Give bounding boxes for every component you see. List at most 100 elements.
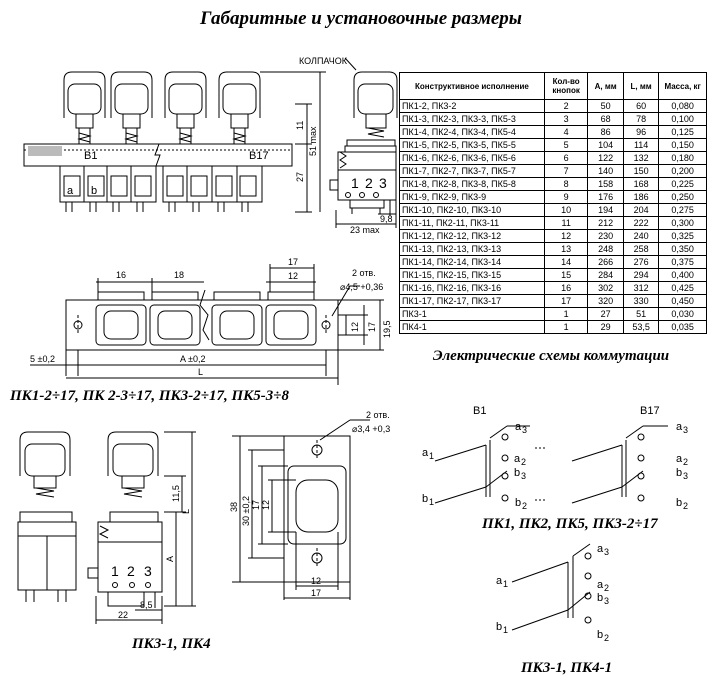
dim-L: L <box>198 367 203 377</box>
page-title: Габаритные и установочные размеры <box>200 8 522 29</box>
sch-a3-r: a <box>676 421 683 433</box>
button-cap <box>110 71 153 144</box>
table-cell: 0,250 <box>658 190 707 204</box>
table-cell: 86 <box>587 125 624 139</box>
table-cell: 16 <box>543 281 589 295</box>
table-cell: ПК1-17, ПК2-17, ПК3-17 <box>399 294 545 308</box>
table-cell: 0,035 <box>658 320 707 334</box>
table-cell: 320 <box>587 294 624 308</box>
dim-11-5: 11,5 <box>171 485 181 502</box>
sub-1: 1 <box>429 497 434 507</box>
table-cell: 7 <box>543 164 589 178</box>
pin-3-label: 3 <box>379 175 387 191</box>
sch-a2-r: a <box>676 453 683 465</box>
sub-3: 3 <box>683 471 688 481</box>
button-cap <box>63 71 106 144</box>
table-cell: 0,325 <box>658 229 707 243</box>
table-cell: 258 <box>622 242 660 256</box>
sub-3: 3 <box>604 547 609 557</box>
table-cell: 114 <box>622 138 660 152</box>
dimensions-table: Конструктивное исполнение Кол-во кнопок … <box>399 72 707 334</box>
pk31-b2: b <box>597 629 603 641</box>
sch-b2-r: b <box>676 497 682 509</box>
pk31-a2: a <box>597 579 604 591</box>
pk31-a1: a <box>496 575 503 587</box>
table-cell: ПК1-11, ПК2-11, ПК3-11 <box>399 216 545 230</box>
holes-top-label: 2 отв. <box>352 268 376 278</box>
table-cell: ПК4-1 <box>399 320 545 334</box>
sub-3: 3 <box>683 425 688 435</box>
cap-label: КОЛПАЧОК <box>299 56 348 66</box>
table-cell: 168 <box>622 177 660 191</box>
table-cell: 0,080 <box>658 99 707 113</box>
sub-2: 2 <box>683 457 688 467</box>
holes-bottom-label: 2 отв. <box>366 410 390 420</box>
dim-12-top: 12 <box>288 271 298 281</box>
table-cell: ПК3-1 <box>399 307 545 321</box>
pk3-views <box>17 431 196 624</box>
col-header: A, мм <box>587 72 624 100</box>
table-cell: 240 <box>622 229 660 243</box>
dim-A: A ±0,2 <box>180 354 205 364</box>
table-cell: 3 <box>543 112 589 126</box>
table-cell: 266 <box>587 255 624 269</box>
table-cell: ПК1-7, ПК2-7, ПК3-7, ПК5-7 <box>399 164 545 178</box>
dim-17-bottom: 17 <box>311 588 321 598</box>
table-cell: 158 <box>587 177 624 191</box>
table-cell: 0,150 <box>658 138 707 152</box>
dim-30: 30 ±0,2 <box>241 496 251 526</box>
col-header: Конструктивное исполнение <box>399 72 545 100</box>
sch-b3: b <box>514 467 520 479</box>
sub-2: 2 <box>521 457 526 467</box>
side-view <box>329 57 398 228</box>
caption-schematic-pk31: ПК3-1, ПК4-1 <box>521 660 613 676</box>
a-label: a <box>67 185 74 197</box>
sub-1: 1 <box>429 451 434 461</box>
table-cell: 0,125 <box>658 125 707 139</box>
table-cell: 212 <box>587 216 624 230</box>
table-cell: 50 <box>587 99 624 113</box>
dim-51max: 51 max <box>308 126 318 156</box>
table-cell: 0,200 <box>658 164 707 178</box>
table-cell: 4 <box>543 125 589 139</box>
dim-18: 18 <box>174 270 184 280</box>
table-cell: ПК1-15, ПК2-15, ПК3-15 <box>399 268 545 282</box>
table-cell: 0,275 <box>658 203 707 217</box>
table-cell: ПК1-12, ПК2-12, ПК3-12 <box>399 229 545 243</box>
table-cell: 186 <box>622 190 660 204</box>
table-cell: 15 <box>543 268 589 282</box>
table-cell: 0,300 <box>658 216 707 230</box>
sch-b17: В17 <box>640 405 660 417</box>
table-cell: 27 <box>587 307 624 321</box>
schematic-pk31 <box>511 543 592 631</box>
table-cell: 276 <box>622 255 660 269</box>
table-cell: 2 <box>543 99 589 113</box>
pk31-a3: a <box>597 543 604 555</box>
sub-2: 2 <box>522 501 527 511</box>
table-cell: 1 <box>543 320 589 334</box>
front-view-buttons <box>23 71 326 213</box>
table-cell: 0,450 <box>658 294 707 308</box>
dim-12-bottom: 12 <box>311 576 321 586</box>
table-cell: 0,100 <box>658 112 707 126</box>
table-cell: 0,400 <box>658 268 707 282</box>
table-cell: 68 <box>587 112 624 126</box>
pin-2-label: 2 <box>365 175 373 191</box>
schematic-main <box>434 425 668 504</box>
sub-3: 3 <box>604 596 609 606</box>
table-cell: 14 <box>543 255 589 269</box>
